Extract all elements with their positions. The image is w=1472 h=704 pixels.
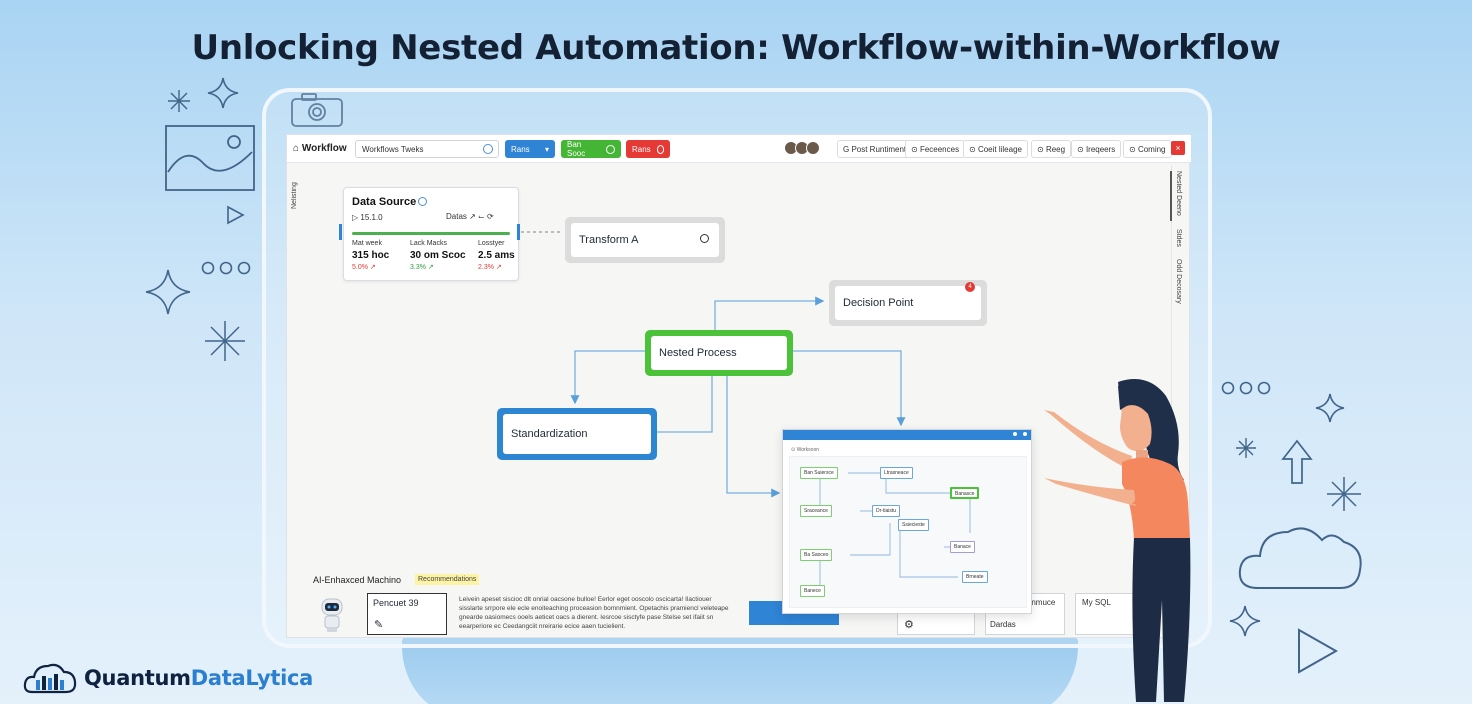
star-icon [145,269,191,315]
mini-node[interactable]: Ssiecieste [898,519,929,531]
right-tab-decosary[interactable]: Odd Decosary [1175,259,1182,304]
node-decision-point[interactable]: Decision Point [829,280,987,326]
mini-node[interactable]: Ltrasneace [880,467,913,479]
progress-bar [352,232,510,235]
recommendations-tag[interactable]: Recommendations [415,574,480,585]
star-icon [1315,393,1345,423]
mini-node[interactable]: Ba Saoceo [800,549,833,561]
chevron-down-icon: ▾ [544,144,549,154]
mini-node[interactable]: Ban Suiersce [800,467,838,479]
run-source-button[interactable]: Ban Sooc [561,140,621,158]
window-tab[interactable]: ⊙ Worksoon [791,447,820,453]
right-rail [1170,165,1172,545]
star-icon [207,77,239,109]
alert-badge: 4 [965,282,975,292]
info-icon[interactable] [700,234,709,243]
toolbar-chip-lineage[interactable]: ⊙ Coeit lileage [963,140,1028,158]
headline: Unlocking Nested Automation: Workflow-wi… [191,28,1281,68]
nested-workflow-window[interactable]: ⊙ Worksoon Ban Suiersce Ltrasneace Banas… [782,429,1032,614]
node-standardization[interactable]: Standardization [497,408,657,460]
node-transform-a[interactable]: Transform A [565,217,725,263]
mini-node[interactable]: Brneate [962,571,988,583]
mini-node[interactable]: Banasce [950,487,980,499]
workflow-connectors [521,231,906,498]
info-icon[interactable] [418,197,427,206]
play-icon [227,205,245,225]
dots-icon [201,261,251,275]
prediction-box[interactable]: Pencuet 39 ✎ [367,593,447,635]
metric-col: Losstyer 2.5 ams 2.3% ↗ [478,240,515,271]
toolbar-chip-logs[interactable]: ⊙ Reeg [1031,140,1072,158]
output-handle[interactable] [517,224,520,240]
play-icon [606,144,615,154]
star-icon [1229,605,1261,637]
sparkle-icon [1236,438,1256,458]
toolbar-chip-runtime[interactable]: G Post Runtiment [837,140,913,158]
right-tab-nested[interactable]: Nested Deeno [1175,171,1182,216]
window-titlebar[interactable] [783,430,1031,440]
sparkle-icon [168,90,190,112]
dots-icon [1221,381,1271,395]
camera-icon [291,93,343,127]
collaborator-avatars[interactable] [784,141,820,155]
data-source-card[interactable]: Data Source ▷ 15.1.0 Datas ↗ ⌙ ⟳ Mat wee… [343,187,519,281]
presenter-illustration [1044,379,1191,702]
mini-canvas: Ban Suiersce Ltrasneace Banasce Sraceanc… [789,456,1027,608]
metric-col: Mat week 315 hoc 5.0% ↗ [352,240,390,271]
run-dropdown-button[interactable]: Rans▾ [505,140,555,158]
brand-logo: QuantumDataLytica [22,660,313,696]
sparkle-icon [205,321,245,361]
play-icon [1298,628,1339,674]
app-title: ⌂ Workflow [293,143,347,154]
ai-description: Leivein apeset siscioc dlt onrial oacson… [459,596,729,630]
input-handle[interactable] [339,224,342,240]
edit-icon[interactable]: ✎ [374,619,384,631]
close-button[interactable]: × [1171,141,1185,155]
metric-col: Lack Macks 30 om Scoc 3.3% ↗ [410,240,466,271]
brand-name: QuantumDataLytica [84,666,314,690]
toolbar-chip-coming[interactable]: ⊙ Coming [1123,140,1172,158]
image-icon [165,125,255,191]
cloud-icon [1238,527,1362,589]
sparkle-icon [1327,477,1361,511]
stop-button[interactable]: Rans [626,140,670,158]
right-tab-stdes[interactable]: Stdes [1175,229,1182,247]
cloud-chart-icon [23,663,77,694]
mini-node[interactable]: Banace [950,541,975,553]
search-icon [483,144,493,154]
mini-node[interactable]: Dr-tiaistu [872,505,901,517]
stop-icon [656,144,664,154]
arrow-up-icon [1281,439,1313,484]
ai-panel-title: AI-Enhaxced Machino [313,575,402,585]
toolbar-chip-triggers[interactable]: ⊙ Ireqeers [1071,140,1122,158]
toolbar-chip-preferences[interactable]: ⊙ Feceences [905,140,966,158]
gear-icon: ⚙ [904,619,914,631]
mini-node[interactable]: Sraceance [800,505,832,517]
robot-icon [321,598,343,632]
node-nested-process[interactable]: Nested Process [645,330,793,376]
app-screen: ⌂ Workflow Workflows Tweks Rans▾ Ban Soo… [286,134,1191,638]
data-source-title: Data Source [352,196,417,208]
workflow-search-input[interactable]: Workflows Tweks [355,140,499,158]
mini-connectors [819,472,971,587]
data-source-version: ▷ 15.1.0 [352,213,383,222]
mini-node[interactable]: Banece [800,585,825,597]
data-source-ops[interactable]: Datas ↗ ⌙ ⟳ [446,212,494,221]
toolbar: ⌂ Workflow Workflows Tweks Rans▾ Ban Soo… [287,135,1191,163]
